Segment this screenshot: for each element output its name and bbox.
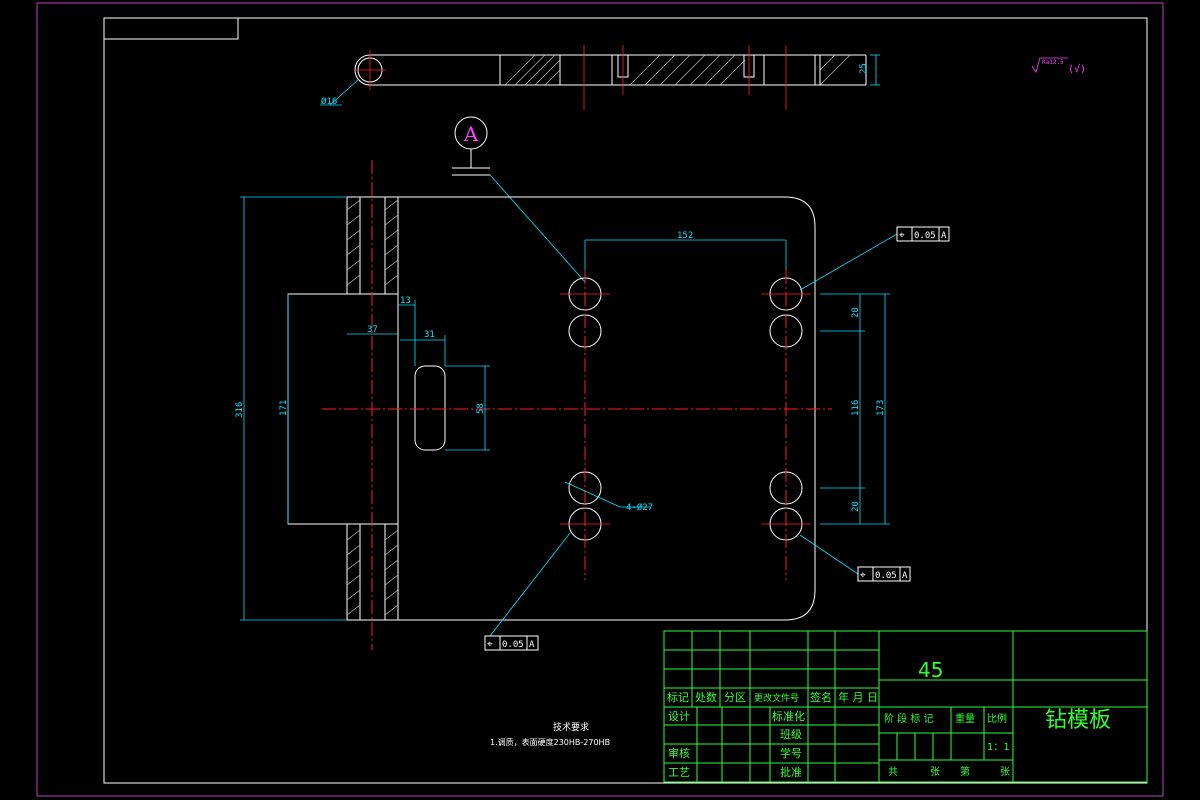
outer-frame: [36, 2, 1164, 797]
svg-text:⌖: ⌖: [899, 230, 905, 241]
header-mark: 标记: [667, 690, 689, 704]
title-block: [663, 630, 1148, 783]
corner-box: [103, 17, 239, 40]
label-approve: 批准: [780, 765, 802, 779]
svg-text:⌖: ⌖: [860, 570, 866, 581]
notes-line1: 1.调质，表面硬度230HB-270HB: [490, 737, 610, 747]
scale-value: 1：1: [987, 742, 1010, 753]
label-review: 审核: [668, 746, 690, 760]
material: 45: [918, 658, 943, 682]
top-section-view: [320, 45, 880, 110]
dim-58: 58: [476, 403, 486, 414]
svg-text:A: A: [941, 231, 947, 241]
dim-116: 116: [851, 400, 861, 416]
dim-171: 171: [279, 400, 289, 416]
svg-text:0.05: 0.05: [502, 640, 524, 650]
dim-20-bottom: 20: [851, 501, 861, 512]
label-sheet-no: 第: [960, 765, 970, 778]
svg-text:A: A: [463, 122, 479, 146]
datum-a-marker: A: [452, 116, 586, 283]
dim-152: 152: [677, 231, 693, 241]
header-date: 年 月 日: [838, 690, 878, 704]
label-process: 工艺: [668, 766, 690, 779]
label-standardize: 标准化: [772, 709, 805, 723]
header-sign: 签名: [810, 690, 832, 704]
dim-20-top: 20: [851, 307, 861, 318]
header-doc: 更改文件号: [754, 692, 799, 704]
dim-13: 13: [400, 296, 411, 306]
dim-173: 173: [876, 400, 886, 416]
label-unit: 张: [930, 766, 940, 778]
tolerance-frame-2: ⌖ 0.05 A: [857, 566, 911, 582]
dim-37: 37: [367, 325, 378, 335]
label-total: 共: [888, 766, 898, 778]
label-student-no: 学号: [780, 746, 802, 760]
dimension-lines: [240, 196, 898, 637]
header-count: 处数: [695, 691, 717, 704]
tolerance-frame-3: ⌖ 0.05 A: [484, 635, 539, 651]
svg-text:A: A: [902, 571, 908, 581]
inner-frame: [103, 17, 1148, 784]
roughness-symbol: Ra12.5 (√): [1031, 57, 1086, 75]
svg-text:Ra12.5: Ra12.5: [1042, 59, 1064, 66]
label-unit2: 张: [1000, 766, 1010, 778]
svg-text:(√): (√): [1068, 63, 1086, 75]
dim-holes: 4-Ø27: [626, 502, 653, 513]
label-weight: 重量: [955, 712, 975, 725]
svg-text:⌖: ⌖: [487, 639, 493, 650]
label-stage: 阶 段 标 记: [884, 712, 934, 725]
label-class: 班级: [780, 728, 802, 741]
main-plate-view: [287, 160, 832, 650]
dim-316: 316: [235, 402, 245, 418]
part-name: 钻模板: [1045, 708, 1111, 733]
notes-title: 技术要求: [553, 721, 589, 733]
label-scale: 比例: [987, 712, 1007, 725]
svg-text:0.05: 0.05: [914, 231, 936, 241]
label-design: 设计: [668, 710, 690, 723]
svg-text:0.05: 0.05: [875, 571, 897, 581]
dim-top-hole: Ø16: [321, 96, 337, 107]
svg-text:A: A: [529, 640, 535, 650]
tolerance-frame-1: ⌖ 0.05 A: [896, 226, 950, 242]
dim-thickness: 25: [859, 63, 869, 74]
dim-31: 31: [424, 330, 435, 340]
header-zone: 分区: [724, 691, 746, 704]
